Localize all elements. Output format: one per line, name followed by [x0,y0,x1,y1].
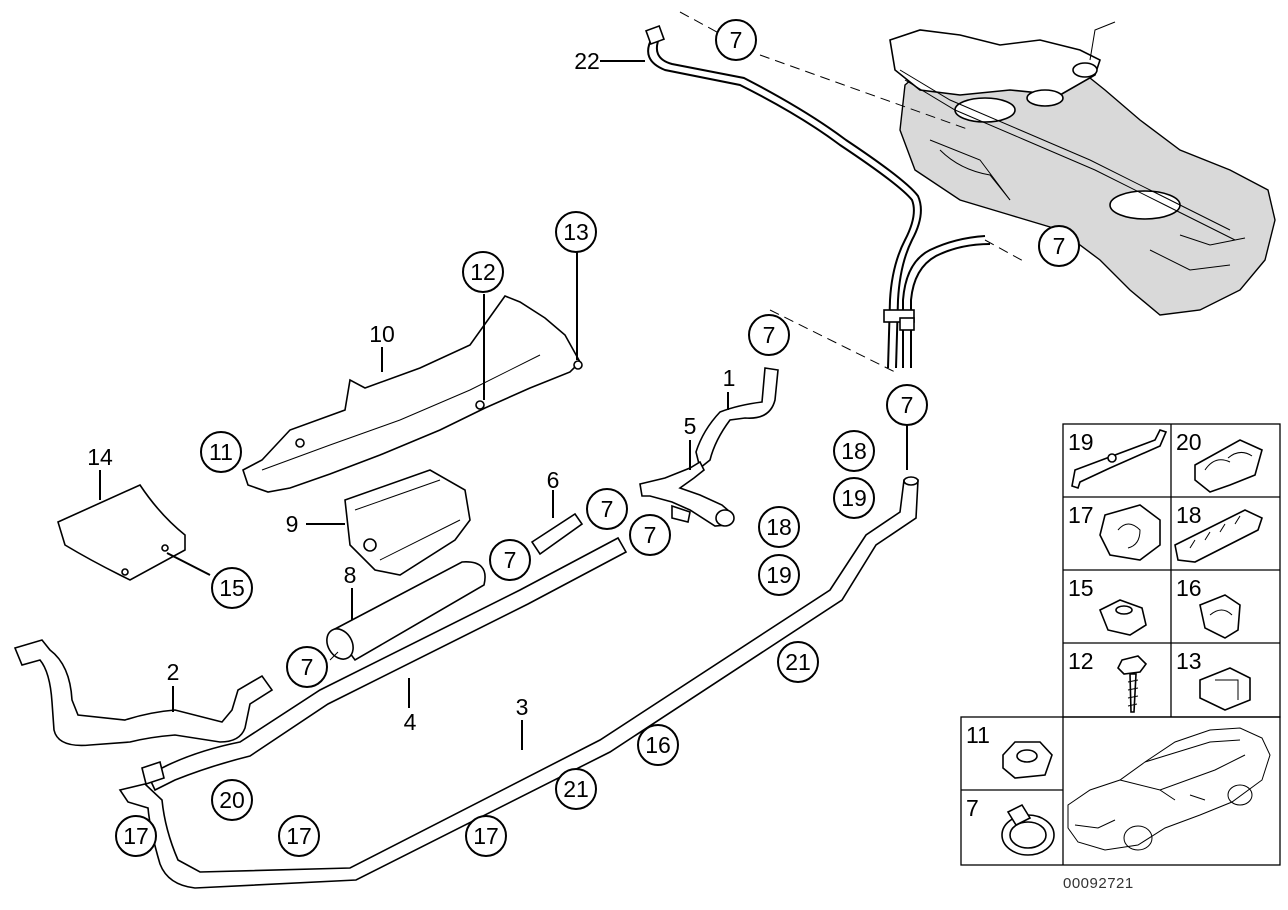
svg-text:17: 17 [286,823,312,849]
legend-12: 12 [1068,648,1094,674]
svg-text:17: 17 [123,823,149,849]
svg-text:11: 11 [209,439,233,465]
svg-text:20: 20 [219,787,245,813]
hose-6 [530,512,584,556]
clip-19-icon [1071,429,1168,490]
callout-5: 5 [684,413,697,439]
y-piece-5 [639,460,735,527]
callout-7-tank: 7 [1038,225,1080,267]
callout-17-b: 17 [278,815,320,857]
callout-7-mid-a: 7 [586,488,628,530]
callout-16: 16 [637,724,679,766]
callout-22: 22 [574,48,600,74]
callout-18-a: 18 [833,430,875,472]
callout-2: 2 [167,659,180,685]
callout-20: 20 [211,779,253,821]
callout-6: 6 [547,467,560,493]
callout-12: 12 [462,251,504,293]
parts-legend: 19 20 17 18 15 16 12 13 11 7 [960,423,1281,866]
svg-text:18: 18 [841,438,867,464]
fuel-tank [889,21,1276,316]
svg-text:19: 19 [766,562,792,588]
vehicle-icon [1067,727,1271,851]
callout-21-a: 21 [777,641,819,683]
callout-7-hose1: 7 [748,314,790,356]
hose-1 [695,367,779,470]
legend-7: 7 [966,795,979,821]
filter-8 [326,561,486,662]
svg-text:15: 15 [219,575,245,601]
svg-text:7: 7 [601,496,614,522]
clip-20-icon [1194,439,1263,493]
callout-21-b: 21 [555,768,597,810]
svg-text:7: 7 [504,547,517,573]
legend-19: 19 [1068,429,1094,455]
svg-text:17: 17 [473,823,499,849]
legend-13: 13 [1176,648,1202,674]
diagram-code: 00092721 [1063,875,1134,892]
callout-4: 4 [404,709,417,735]
heat-shield-10 [242,295,583,493]
svg-text:13: 13 [563,219,589,245]
svg-text:7: 7 [730,27,743,53]
svg-text:21: 21 [785,649,811,675]
svg-text:18: 18 [766,514,792,540]
clip-16-icon [1199,594,1241,639]
clip-18-icon [1174,509,1263,563]
callout-17-c: 17 [465,815,507,857]
screw-12-icon [1117,655,1148,675]
callout-7-mid-b: 7 [629,514,671,556]
svg-text:7: 7 [1053,233,1066,259]
legend-16: 16 [1176,575,1202,601]
legend-11: 11 [966,722,990,748]
legend-15: 15 [1068,575,1094,601]
callout-11: 11 [200,431,242,473]
nut-15-icon [1098,599,1147,636]
callout-14: 14 [87,444,113,470]
clip-17-icon [1099,504,1161,561]
svg-text:19: 19 [841,485,867,511]
vent-line-22 [645,25,991,369]
callout-1: 1 [723,365,736,391]
callout-13: 13 [555,211,597,253]
legend-20: 20 [1176,429,1202,455]
callout-9: 9 [286,511,299,537]
svg-text:7: 7 [763,322,776,348]
callout-3: 3 [516,694,529,720]
legend-18: 18 [1176,502,1202,528]
svg-text:21: 21 [563,776,589,802]
hose-2 [13,639,274,747]
callout-15: 15 [211,567,253,609]
callout-7-right: 7 [886,384,928,426]
callout-7-filter: 7 [286,646,328,688]
clip-13-icon [1199,667,1251,711]
svg-text:12: 12 [470,259,496,285]
svg-text:16: 16 [645,732,671,758]
callout-17-a: 17 [115,815,157,857]
callout-18-b: 18 [758,506,800,548]
bracket-9 [344,469,471,576]
callout-7-mid-c: 7 [489,539,531,581]
callout-8: 8 [344,562,357,588]
callout-7-top: 7 [715,19,757,61]
callout-19-a: 19 [833,477,875,519]
svg-text:7: 7 [901,392,914,418]
svg-text:7: 7 [644,522,657,548]
clamp-7-icon [1001,803,1055,856]
svg-text:7: 7 [301,654,314,680]
callout-10: 10 [369,321,395,347]
legend-17: 17 [1068,502,1094,528]
hose-4 [141,536,628,792]
shield-14 [57,483,186,581]
callout-19-b: 19 [758,554,800,596]
